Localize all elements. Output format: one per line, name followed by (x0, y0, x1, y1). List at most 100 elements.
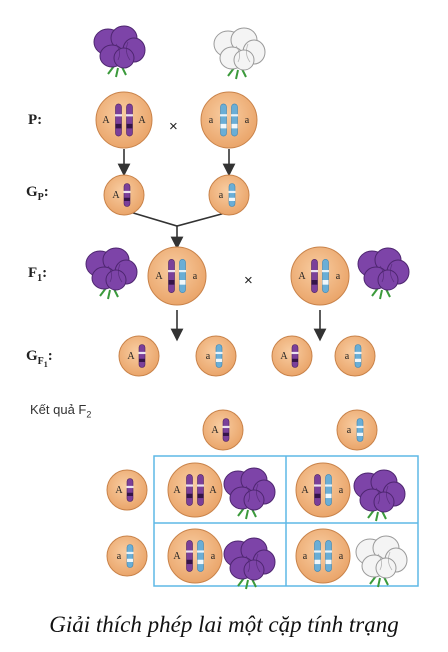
cell-p-AA-chromosome-1 (115, 103, 122, 137)
label-f2-result: Kết quả F2 (30, 402, 91, 420)
flower-punnett-Aa-top (353, 469, 406, 522)
cell-f1-right-Aa-allele-2: a (336, 271, 341, 282)
gamete-gp-A-chromosome-1 (123, 183, 131, 207)
punnett-Aa-bottom-allele-2: a (211, 551, 216, 562)
punnett-Aa-top-chromosome-2 (325, 474, 332, 506)
cell-f1-left-Aa-allele-2: a (193, 271, 198, 282)
flower-f1-right-petal-5 (377, 269, 399, 291)
gamete-gf1-1-A-chromosome-1 (138, 344, 146, 368)
flower-punnett-Aa-top-petal-5 (373, 491, 395, 513)
label-gf1-main: G (26, 348, 38, 364)
gamete-gf1-3-A: A (271, 335, 313, 377)
punnett-Aa-top-allele-2: a (339, 485, 344, 496)
cell-p-aa-allele-1: a (209, 115, 214, 126)
flower-p-purple-petal-5 (113, 47, 135, 69)
label-gf1-sub-f: F (37, 356, 44, 367)
cell-f1-left-Aa-chromosome-1 (168, 259, 175, 293)
cell-p-AA-allele-1: A (102, 115, 110, 126)
punnett-aa-chromosome-2 (325, 540, 332, 572)
label-f2-sub: 2 (86, 409, 92, 420)
gamete-f2-side-a: a (106, 535, 148, 577)
cell-p-aa-chromosome-1 (220, 103, 227, 137)
label-gf1: GF1: (26, 348, 53, 369)
gamete-gf1-1-A: A (118, 335, 160, 377)
flower-punnett-AA (223, 467, 276, 520)
punnett-Aa-bottom-allele-1: A (173, 551, 181, 562)
gamete-f2-side-A-allele-1: A (115, 485, 123, 496)
gamete-gf1-4-a-chromosome-1 (354, 344, 362, 368)
cell-p-AA-allele-2: A (138, 115, 146, 126)
cell-f1-right-Aa-allele-1: A (298, 271, 306, 282)
gamete-gf1-4-a: a (334, 335, 376, 377)
cell-f1-left-Aa-allele-1: A (155, 271, 163, 282)
flower-p-white-petal-5 (233, 49, 255, 71)
flower-p-purple (93, 25, 146, 78)
punnett-aa-allele-1: a (303, 551, 308, 562)
label-gf1-colon: : (47, 348, 53, 364)
caption: Giải thích phép lai một cặp tính trạng (49, 612, 399, 637)
label-p: P: (28, 112, 43, 128)
gamete-f2-side-A-chromosome-1 (126, 478, 134, 502)
label-gp-sub: P (37, 192, 44, 203)
flower-f1-right (357, 247, 410, 300)
cell-p-aa-chromosome-2 (231, 103, 238, 137)
punnett-Aa-bottom-chromosome-2 (197, 540, 204, 572)
flower-f1-left-petal-5 (105, 269, 127, 291)
label-f1: F1: (28, 265, 47, 284)
flower-punnett-aa-petal-5 (375, 557, 397, 579)
label-f2-main: Kết quả F (30, 402, 87, 417)
cell-f1-left-Aa-chromosome-2 (179, 259, 186, 293)
label-gp: GP: (26, 184, 49, 203)
flower-punnett-Aa-bottom (223, 537, 276, 590)
punnett-Aa-bottom-chromosome-1 (186, 540, 193, 572)
gamete-gf1-1-A-allele-1: A (127, 351, 135, 362)
gamete-f2-side-A: A (106, 469, 148, 511)
flower-punnett-Aa-bottom-petal-5 (243, 559, 265, 581)
arrows (117, 149, 327, 342)
punnett-AA-allele-2: A (209, 485, 217, 496)
punnett-AA-allele-1: A (173, 485, 181, 496)
label-f1-sub: 1 (37, 273, 43, 284)
gamete-gf1-4-a-allele-1: a (345, 351, 350, 362)
cross-symbol-p: × (169, 118, 178, 135)
punnett-Aa-top-chromosome-1 (314, 474, 321, 506)
gamete-gp-A: A (103, 174, 145, 216)
punnett-AA-chromosome-2 (197, 474, 204, 506)
gamete-f2-top-a: a (336, 409, 378, 451)
gamete-gf1-3-A-allele-1: A (280, 351, 288, 362)
cell-f1-right-Aa-chromosome-2 (322, 259, 329, 293)
gamete-gf1-2-a-chromosome-1 (215, 344, 223, 368)
punnett-aa-chromosome-1 (314, 540, 321, 572)
arrow-gp-merge (129, 211, 230, 227)
gamete-f2-top-a-chromosome-1 (356, 418, 364, 442)
gamete-gf1-2-a: a (195, 335, 237, 377)
label-gp-colon: : (43, 184, 49, 200)
gamete-gp-A-allele-1: A (112, 190, 120, 201)
gamete-f2-top-A: A (202, 409, 244, 451)
cell-f1-right-Aa-chromosome-1 (311, 259, 318, 293)
gamete-gp-a-allele-1: a (219, 190, 224, 201)
flower-punnett-aa (355, 535, 408, 588)
cell-p-AA-chromosome-2 (126, 103, 133, 137)
punnett-AA-chromosome-1 (186, 474, 193, 506)
gamete-f2-top-A-chromosome-1 (222, 418, 230, 442)
punnett-Aa-top-allele-1: A (301, 485, 309, 496)
gamete-gf1-2-a-allele-1: a (206, 351, 211, 362)
punnett-square (153, 455, 419, 587)
cell-p-aa-allele-2: a (245, 115, 250, 126)
gamete-f2-top-a-allele-1: a (347, 425, 352, 436)
cross-symbol-f1: × (244, 272, 253, 289)
flower-p-white (213, 27, 266, 80)
label-gf1-subsub: 1 (43, 360, 48, 369)
gamete-f2-side-a-chromosome-1 (126, 544, 134, 568)
flower-punnett-AA-petal-5 (243, 489, 265, 511)
gamete-f2-side-a-allele-1: a (117, 551, 122, 562)
